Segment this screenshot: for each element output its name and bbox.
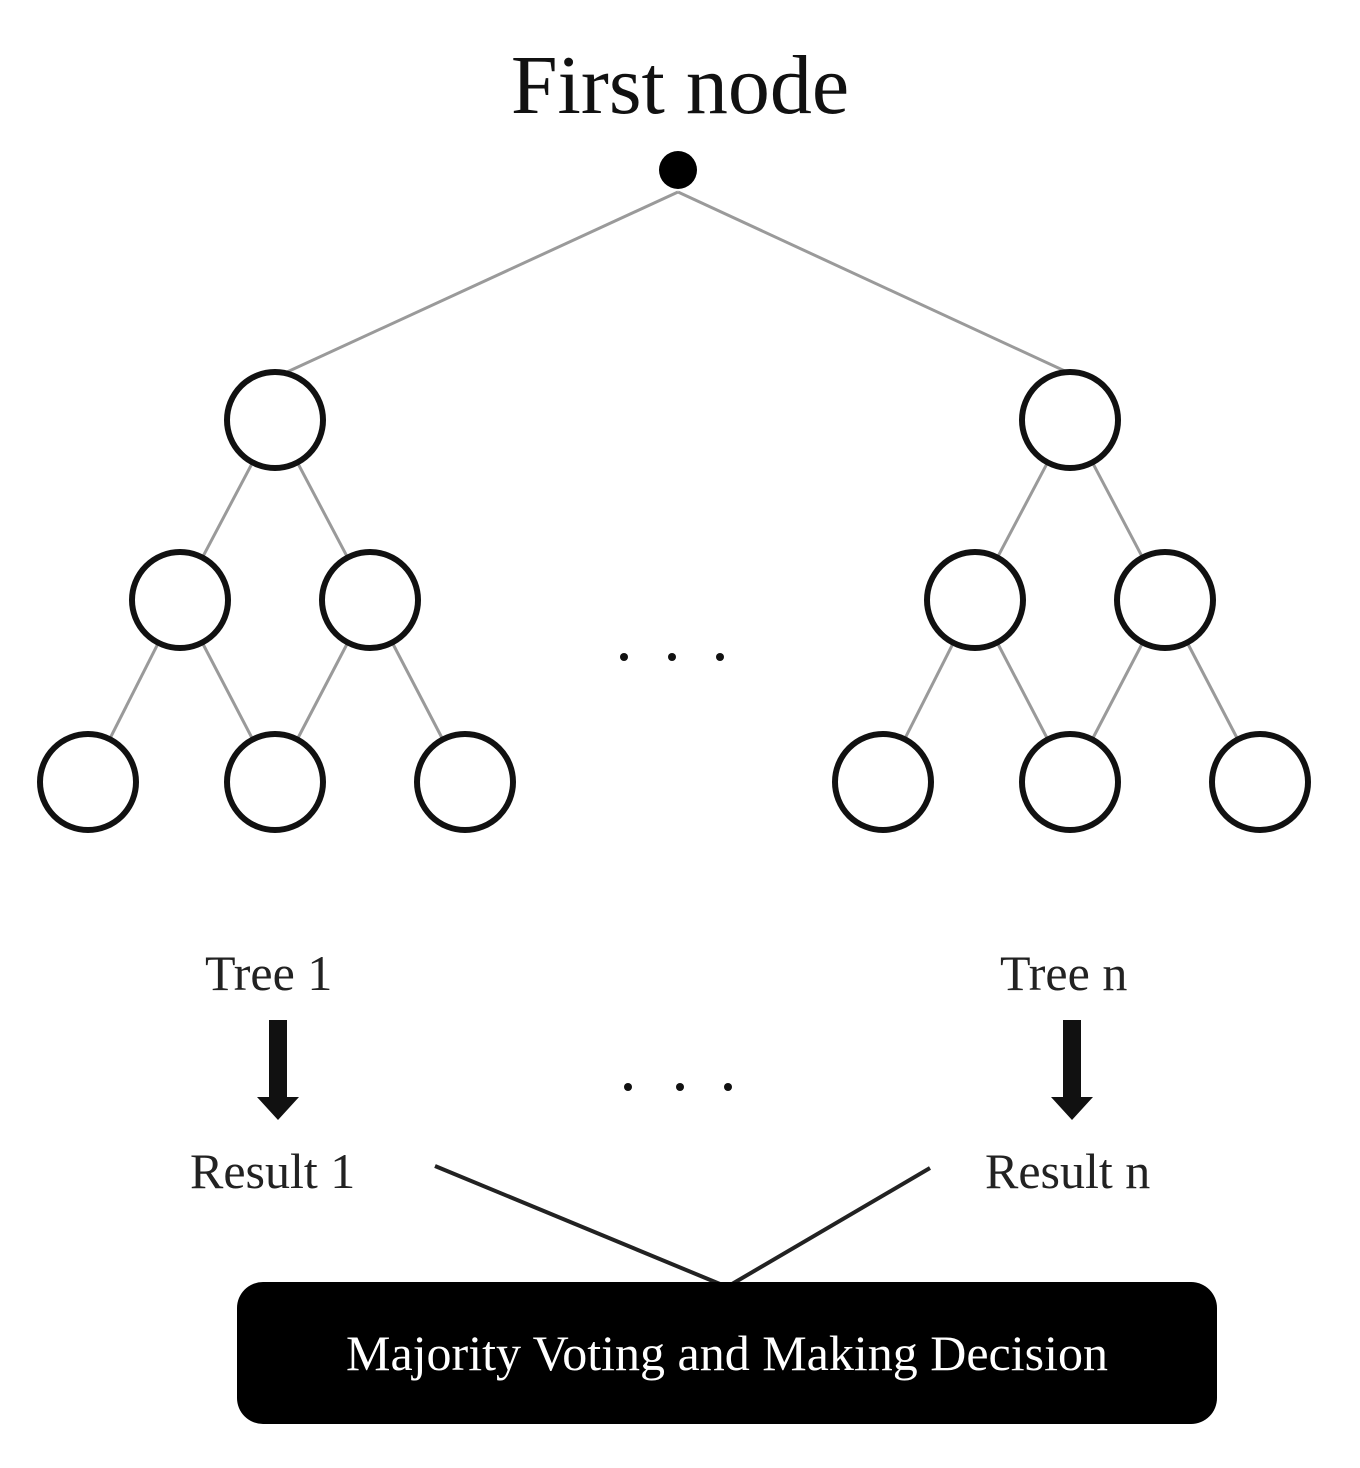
ellipsis-dot (620, 653, 628, 661)
tree-1-edge (294, 638, 351, 744)
tree-2-edge (901, 638, 957, 744)
tree-1-edge (199, 458, 256, 562)
tree-2-node (1114, 549, 1216, 651)
decision-box: Majority Voting and Making Decision (237, 1282, 1217, 1424)
down-arrow-icon (257, 1020, 299, 1120)
ellipsis-dot (724, 1083, 732, 1091)
tree-2-edge (1184, 638, 1241, 744)
tree-n-label: Tree n (1000, 945, 1128, 1001)
tree-2-node (1019, 731, 1121, 833)
tree-1-node (414, 731, 516, 833)
tree-1-edge (106, 638, 162, 744)
root-edge-left (286, 190, 679, 374)
tree-2-node (1209, 731, 1311, 833)
result-n-edge (730, 1166, 932, 1286)
tree-1-label: Tree 1 (205, 945, 333, 1001)
root-edge-right (677, 190, 1068, 374)
ellipsis-dot (624, 1083, 632, 1091)
tree-2-edge (994, 458, 1051, 562)
down-arrow-icon (1051, 1020, 1093, 1120)
ellipsis-dot (716, 653, 724, 661)
result-1-edge (434, 1164, 721, 1286)
tree-2-edge (1089, 458, 1146, 562)
tree-1-node (224, 369, 326, 471)
tree-1-node (129, 549, 231, 651)
tree-2-edge (1089, 638, 1146, 744)
first-node-label: First node (510, 39, 850, 132)
tree-2-node (924, 549, 1026, 651)
ellipsis-dot (668, 653, 676, 661)
tree-2-edge (994, 638, 1051, 744)
ellipsis-dot (676, 1083, 684, 1091)
tree-1-edge (199, 638, 256, 744)
root-node (659, 151, 697, 189)
result-1-label: Result 1 (190, 1143, 356, 1199)
tree-1-node (319, 549, 421, 651)
decision-label: Majority Voting and Making Decision (346, 1325, 1108, 1381)
tree-2-node (832, 731, 934, 833)
tree-1-edge (389, 638, 446, 744)
tree-1-node (224, 731, 326, 833)
tree-1-edge (294, 458, 351, 562)
tree-1-node (37, 731, 139, 833)
tree-2-node (1019, 369, 1121, 471)
result-n-label: Result n (985, 1143, 1151, 1199)
